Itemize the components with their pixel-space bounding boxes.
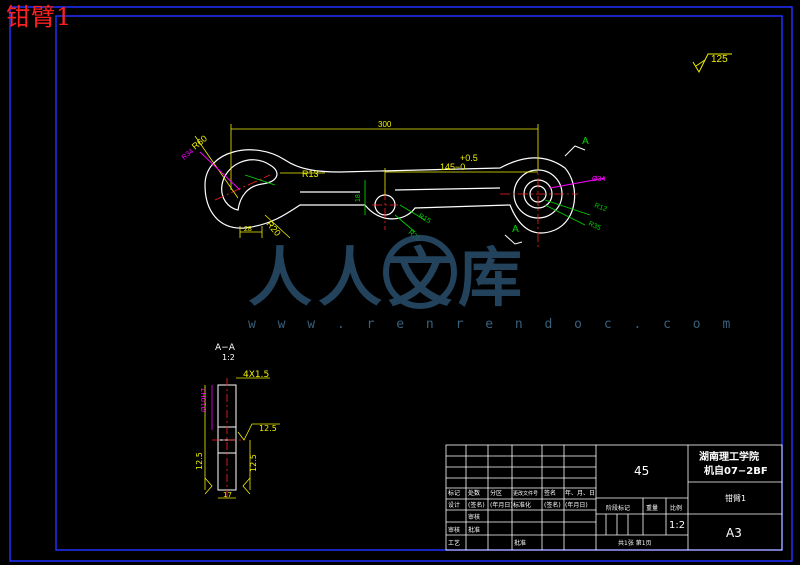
tb-mark: 标记 (448, 489, 460, 497)
dim-r13: R13 (302, 169, 319, 179)
drawing-title: 钳臂1 (6, 3, 73, 31)
tb-date: 年、月、日 (565, 489, 595, 497)
dim-tolerance: +0.5 (460, 153, 478, 163)
section-width: 17 (223, 491, 232, 499)
tb-zone: 分区 (490, 489, 502, 497)
section-scale: 1:2 (222, 353, 235, 362)
dimension-lines (194, 124, 539, 239)
dim-18: 18 (355, 194, 362, 202)
tb-audit: 审核 (448, 526, 460, 534)
tb-scale: 1:2 (669, 520, 685, 531)
section-roughness-2: 12.5 (249, 454, 258, 472)
section-title: A−A (215, 343, 236, 353)
tb-weight: 重量 (646, 504, 658, 512)
tb-design-sign: (签名) (468, 501, 485, 509)
dim-d34: Ø34 (592, 176, 605, 183)
tb-material: 45 (634, 464, 649, 478)
tb-checker: 审核 (468, 513, 480, 521)
tb-scale-label: 比例 (670, 504, 682, 512)
watermark-url: w w w . r e n r e n d o c . c o m (248, 317, 738, 332)
roughness-top-value: 125 (711, 54, 728, 65)
roughness-symbol-top (692, 53, 732, 74)
tb-sign: 签名 (544, 489, 556, 497)
tb-stage-mark: 阶段标记 (606, 504, 630, 512)
watermark-logo: 人人文库 (248, 235, 528, 316)
dim-r35: R35 (587, 220, 602, 232)
tb-change-doc: 更改文件号 (513, 490, 538, 497)
section-label-top: A (582, 136, 589, 147)
dim-r15: R15 (417, 213, 432, 226)
section-hole: Ø10H7 (200, 388, 208, 412)
title-block (445, 444, 783, 551)
section-chamfer: 4X1.5 (243, 370, 269, 380)
center-lines (214, 160, 578, 248)
tb-part-name: 钳臂1 (725, 493, 746, 503)
tb-process: 工艺 (448, 539, 460, 547)
tb-approve-2: 批准 (514, 539, 526, 547)
section-center-line (212, 378, 242, 498)
dim-r60: R60 (190, 133, 209, 151)
tb-school: 湖南理工学院 (699, 450, 759, 463)
dim-r12: R12 (593, 202, 608, 213)
dim-r20: R20 (264, 219, 282, 238)
section-label-bottom: A (512, 224, 519, 235)
section-height: 12.5 (195, 452, 204, 470)
inner-border (55, 15, 783, 551)
tb-size: A3 (726, 526, 742, 540)
tb-class: 机自07−2BF (704, 464, 768, 477)
dim-300: 300 (378, 120, 392, 129)
tb-standard: 标准化 (513, 501, 531, 509)
tb-approve: 批准 (468, 526, 480, 534)
dim-28: 28 (244, 226, 252, 233)
tb-count: 处数 (468, 489, 480, 497)
dim-145: 145−0 (440, 162, 465, 172)
tb-design: 设计 (448, 501, 460, 509)
section-arrow-top (504, 145, 586, 245)
section-roughness: 12.5 (259, 424, 277, 433)
tb-design-date: (年月日) (490, 501, 513, 509)
dim-r34: R34 (181, 148, 195, 162)
outer-border (9, 6, 793, 562)
section-dimensions (204, 377, 280, 499)
tb-standard-sign: (签名) (544, 501, 561, 509)
tb-standard-date: (年月日) (565, 501, 588, 509)
magenta-leaders (199, 151, 606, 191)
tb-sheets: 共1张 第1页 (618, 539, 652, 547)
watermark-logo-text: 人人文库 (248, 242, 528, 316)
part-outline (204, 149, 576, 234)
green-dimensions (244, 174, 591, 233)
